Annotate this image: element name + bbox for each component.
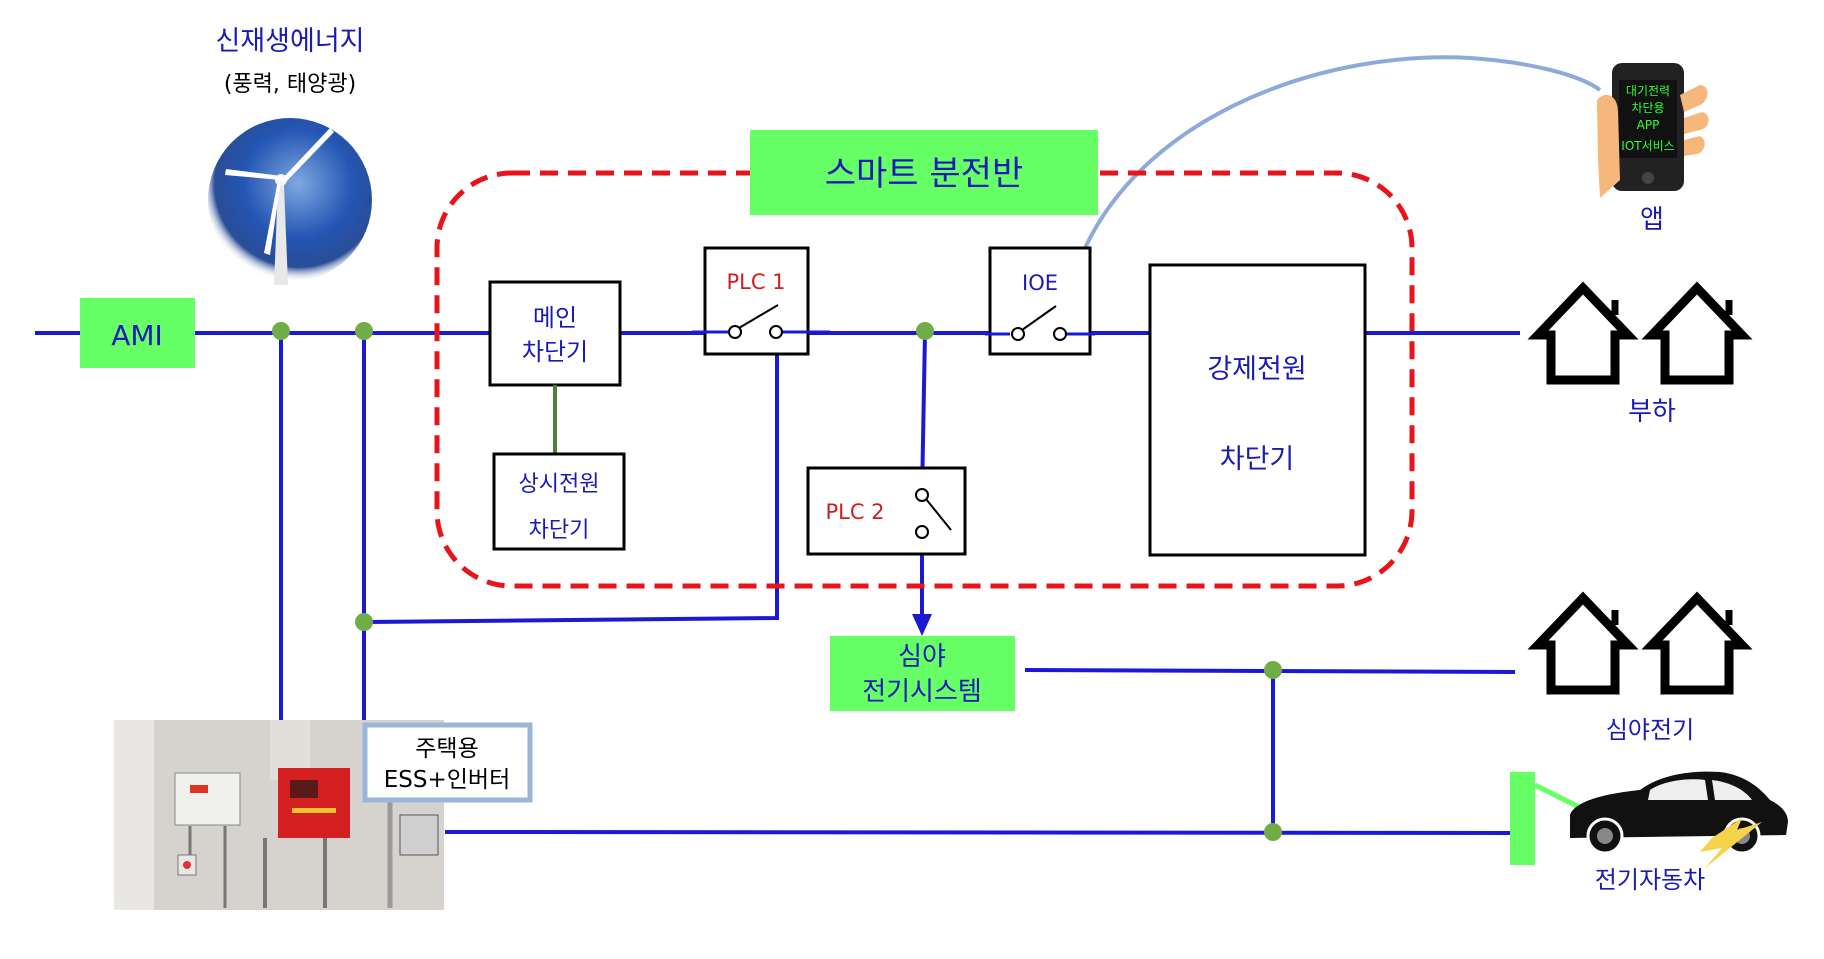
forced-breaker-line1: 강제전원 (1207, 354, 1306, 385)
renewable-title: 신재생에너지 (215, 26, 364, 57)
node-ev (1264, 823, 1282, 841)
node-ess (355, 322, 373, 340)
junction-nodes (272, 322, 1282, 841)
lightning-icon (1700, 818, 1762, 868)
app-phone: 대기전력 차단용 APP IOT서비스 앱 (1597, 63, 1709, 235)
forced-power-breaker: 강제전원 차단기 (1148, 263, 1367, 557)
ess-line1: 주택용 (415, 736, 478, 762)
renewable-energy: 신재생에너지 (풍력, 태양광) (208, 26, 372, 285)
load-houses: 부하 (1527, 281, 1753, 427)
node-night (1264, 661, 1282, 679)
constant-breaker-line2: 차단기 (529, 518, 590, 543)
plc1-switch: PLC 1 (692, 246, 830, 356)
forced-breaker-line2: 차단기 (1220, 444, 1295, 475)
sky-icon (208, 118, 372, 282)
app-screen-line4: IOT서비스 (1621, 139, 1674, 153)
switch-lever-icon (1021, 305, 1057, 331)
smart-panel-outline (434, 170, 1415, 589)
ioe-label: IOE (1022, 271, 1058, 295)
constant-power-breaker: 상시전원 차단기 (492, 452, 626, 551)
plc1-label: PLC 1 (726, 270, 785, 294)
switch-lever-icon (925, 498, 952, 531)
night-power-label: 심야전기 (1606, 716, 1694, 744)
main-breaker-line2: 차단기 (522, 338, 588, 366)
load-label: 부하 (1628, 397, 1676, 427)
hand-icon (1597, 94, 1620, 198)
node-plc2 (916, 322, 934, 340)
main-breaker: 메인 차단기 (488, 280, 622, 387)
ami-label: AMI (111, 319, 163, 352)
node-ami (272, 322, 290, 340)
night-power-houses: 심야전기 (1527, 591, 1753, 744)
electric-vehicle: 전기자동차 (1510, 771, 1788, 894)
plc2-label: PLC 2 (825, 500, 884, 524)
app-cable (1083, 55, 1602, 249)
smart-panel-title-box: 스마트 분전반 (750, 130, 1098, 215)
house-icon (1641, 281, 1753, 385)
app-screen-line2: 차단용 (1631, 101, 1664, 115)
app-screen-line1: 대기전력 (1626, 84, 1670, 98)
renewable-subtitle: (풍력, 태양광) (224, 72, 356, 97)
house-icon (1527, 281, 1639, 385)
main-breaker-line1: 메인 (533, 304, 577, 332)
ess-line2: ESS+인버터 (384, 767, 510, 793)
night-system-line1: 심야 (898, 642, 946, 672)
ess-box-icon (174, 772, 241, 826)
house-icon (1641, 591, 1753, 695)
node-return (355, 613, 373, 631)
inverter-icon (278, 768, 350, 838)
plc2-switch: PLC 2 (806, 466, 967, 556)
house-icon (1527, 591, 1639, 695)
constant-breaker-line1: 상시전원 (519, 472, 600, 497)
ess-label-box: 주택용 ESS+인버터 (362, 722, 533, 803)
switch-lever-icon (738, 304, 779, 329)
wind-turbine-icon (225, 128, 334, 285)
ami-meter: AMI (80, 298, 195, 368)
night-electric-system: 심야 전기시스템 (830, 636, 1015, 711)
ev-label: 전기자동차 (1595, 866, 1705, 894)
arrow-down-icon (912, 614, 932, 636)
smart-panel-title: 스마트 분전반 (825, 154, 1024, 194)
night-system-line2: 전기시스템 (862, 677, 982, 707)
app-label: 앱 (1640, 205, 1664, 235)
charger-icon (1510, 772, 1535, 865)
app-screen-line3: APP (1637, 118, 1660, 132)
ioe-switch: IOE (985, 246, 1095, 356)
